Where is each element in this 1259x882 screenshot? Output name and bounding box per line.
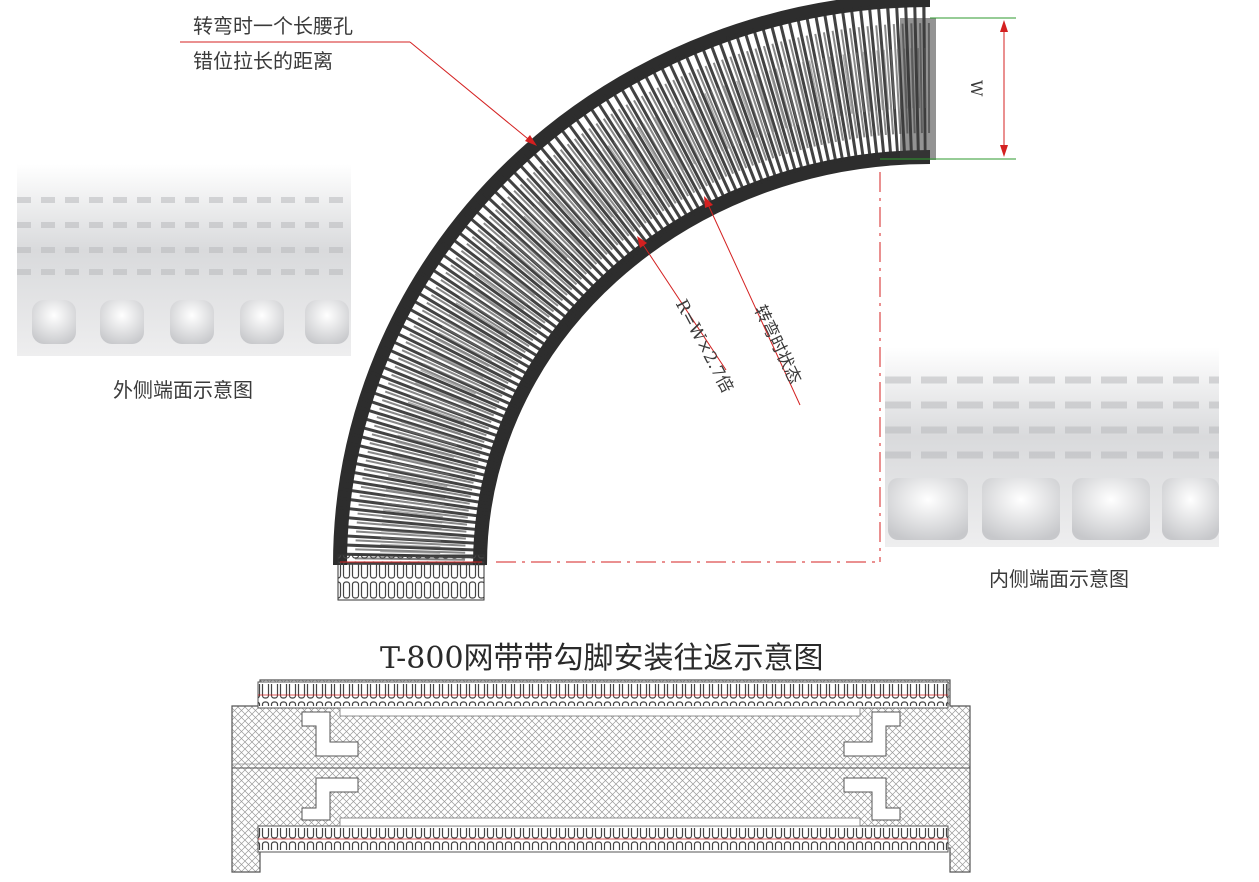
offset-note-line2: 错位拉长的距离 <box>193 49 333 73</box>
offset-leader <box>180 41 537 146</box>
inner-nubs <box>888 478 1219 540</box>
inner-photo-caption: 内侧端面示意图 <box>989 567 1129 591</box>
outer-side-photo <box>17 164 351 356</box>
width-dimension <box>880 17 1016 160</box>
outer-photo-caption: 外侧端面示意图 <box>113 378 253 402</box>
radius-leaders <box>637 196 801 406</box>
cross-section-drawing <box>231 679 971 873</box>
curved-belt <box>333 0 936 601</box>
outer-nubs <box>32 300 349 344</box>
width-label: W <box>967 80 986 97</box>
offset-note-line1: 转弯时一个长腰孔 <box>193 14 353 38</box>
center-lines <box>496 172 881 563</box>
section-title: T-800网带带勾脚安装往返示意图 <box>380 641 824 676</box>
inner-side-photo <box>885 347 1219 547</box>
